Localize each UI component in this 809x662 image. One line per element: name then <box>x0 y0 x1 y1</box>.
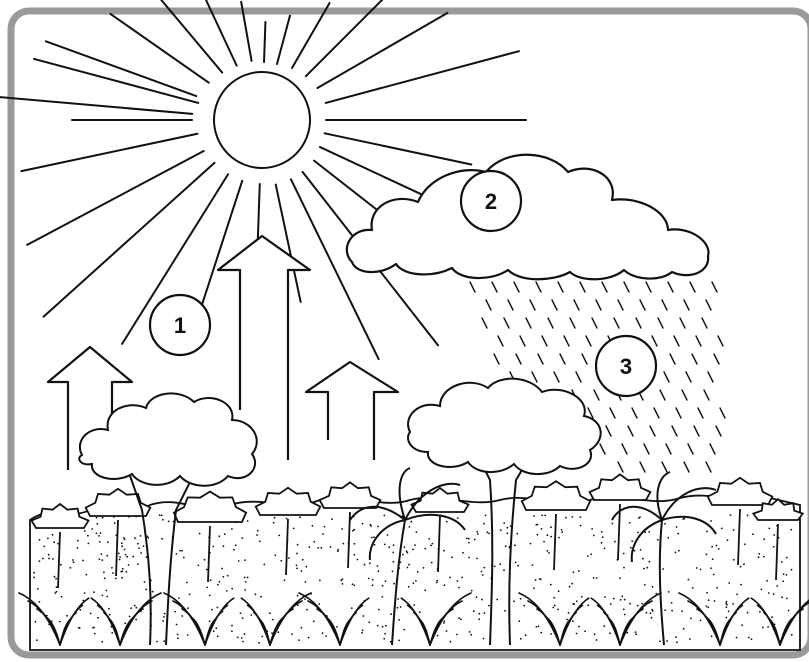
svg-text:1: 1 <box>174 313 186 338</box>
label-3: 3 <box>596 336 656 396</box>
label-2: 2 <box>461 171 521 231</box>
svg-text:3: 3 <box>620 354 632 379</box>
svg-text:2: 2 <box>485 189 497 214</box>
label-1: 1 <box>150 295 210 355</box>
